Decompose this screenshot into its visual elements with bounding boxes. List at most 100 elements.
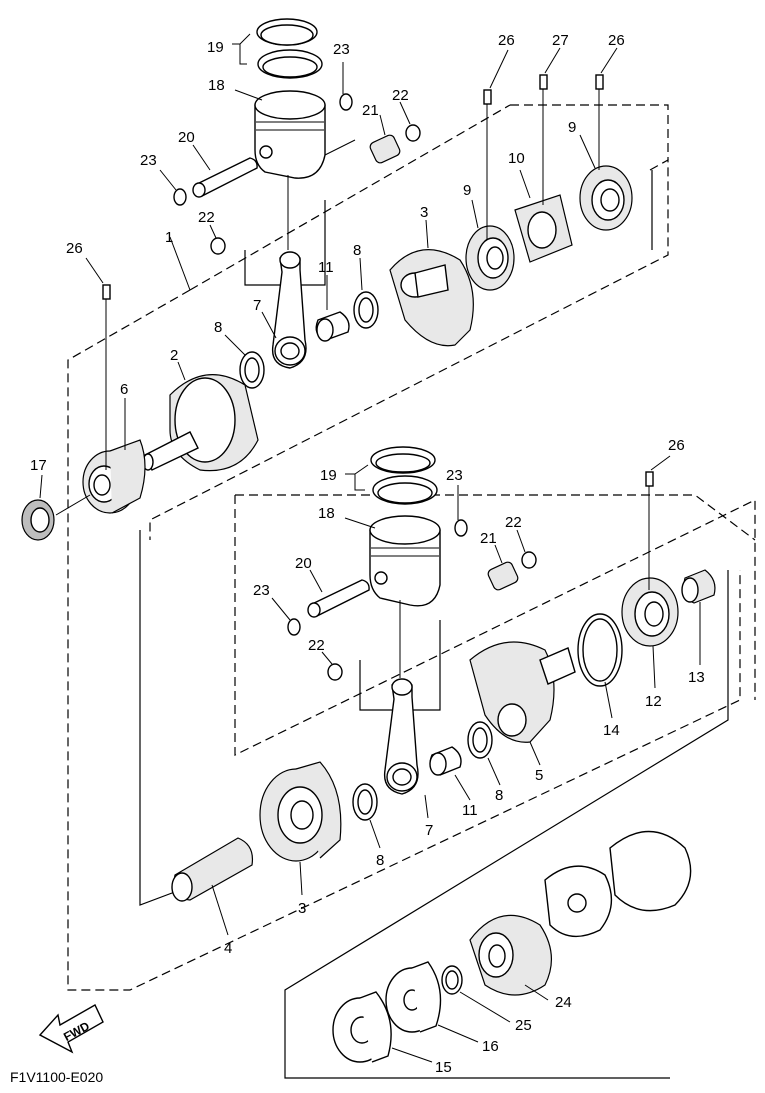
fwd-arrow: FWD	[38, 1004, 104, 1054]
label-3b: 3	[298, 900, 306, 917]
leader-26d	[650, 455, 671, 471]
rod-small-end	[279, 251, 301, 269]
leader-22c	[516, 529, 526, 553]
label-23a: 23	[333, 41, 350, 58]
label-23b: 23	[140, 152, 157, 169]
crank-pin-3a-body	[414, 264, 449, 298]
label-21a: 21	[362, 102, 379, 119]
washer-22b	[210, 237, 226, 255]
leader-7b	[424, 794, 429, 819]
coupling-24-bore	[488, 944, 506, 968]
leader-16	[437, 1024, 479, 1043]
oil-seal-17-inner	[30, 507, 50, 533]
label-27: 27	[552, 32, 569, 49]
circlip-23a	[339, 93, 353, 111]
leader-19a	[232, 43, 247, 65]
crank-half-3b-bore	[290, 800, 314, 830]
frame-right-2	[284, 570, 729, 1079]
bearing-6-bore	[93, 474, 111, 496]
leader-21a	[379, 114, 386, 136]
label-8c: 8	[495, 787, 503, 804]
dowel-pin-26a	[483, 89, 492, 105]
group-outline-1-bottom	[67, 289, 741, 991]
label-8d: 8	[376, 852, 384, 869]
leader-26a	[489, 49, 509, 89]
leader-18b	[344, 517, 376, 529]
label-12: 12	[645, 693, 662, 710]
label-16: 16	[482, 1038, 499, 1055]
leader-8c	[487, 757, 501, 786]
label-22a: 22	[392, 87, 409, 104]
leader-22b	[209, 224, 217, 239]
label-2: 2	[170, 347, 178, 364]
label-23d: 23	[253, 582, 270, 599]
leader-22a	[399, 101, 411, 125]
label-7a: 7	[253, 297, 261, 314]
dowel-pin-26d	[645, 471, 654, 487]
crank-half-5-shaft	[539, 647, 576, 685]
label-21b: 21	[480, 530, 497, 547]
leader-17	[39, 474, 43, 499]
group-outline-5	[234, 495, 756, 756]
leader-25	[459, 991, 511, 1023]
bearing-12-bore	[644, 601, 664, 627]
label-23c: 23	[446, 467, 463, 484]
guide-17	[55, 494, 91, 516]
washer-22a	[405, 124, 421, 142]
label-1: 1	[165, 229, 173, 246]
label-19b: 19	[320, 467, 337, 484]
group-outline-1-top	[510, 104, 669, 160]
crank-web-3a	[389, 249, 474, 347]
bearing-6-side	[109, 439, 146, 514]
washer-8d-hole	[357, 789, 373, 815]
piston-pin-20b-end	[307, 602, 321, 618]
crank-pin-4-end	[171, 872, 193, 902]
piston-ring-19b-inner	[262, 56, 318, 78]
leader-3b	[299, 861, 303, 896]
piston-ring-19c-inner	[375, 453, 431, 473]
snap-ring-14-inner	[582, 618, 618, 682]
label-25: 25	[515, 1017, 532, 1034]
leader-11b	[454, 774, 471, 801]
label-22c: 22	[505, 514, 522, 531]
piston-ring-19d-inner	[377, 482, 433, 504]
bushing-11b-end	[429, 752, 447, 776]
crank-half-5-pin	[497, 703, 527, 737]
label-9a: 9	[568, 119, 576, 136]
leader-21b	[494, 544, 503, 564]
label-10: 10	[508, 150, 525, 167]
dowel-pin-27	[539, 74, 548, 90]
leader-15	[391, 1047, 433, 1063]
needle-bearing-21b	[487, 561, 519, 591]
diagram-code: F1V1100-E020	[10, 1069, 103, 1085]
leader-12	[652, 645, 656, 689]
leader-8a	[224, 334, 246, 356]
washer-22c	[521, 551, 537, 569]
leader-20a	[192, 144, 211, 171]
washer-25-hole	[445, 970, 459, 990]
leader-23b	[159, 169, 177, 191]
label-26c: 26	[66, 240, 83, 257]
label-24: 24	[555, 994, 572, 1011]
leader-9b	[579, 134, 596, 169]
circlip-23c	[454, 519, 468, 537]
plate-15-side	[359, 991, 392, 1063]
leader-7a	[261, 311, 277, 339]
leader-10	[519, 169, 531, 199]
label-3a: 3	[420, 204, 428, 221]
guide-line	[324, 139, 356, 156]
leader-9a	[471, 199, 479, 229]
plate-16-side	[411, 961, 442, 1033]
washer-8b-hole	[358, 297, 374, 323]
piston-ring-19a-inner	[260, 24, 314, 46]
washer-8a-hole	[244, 357, 260, 383]
piston-pin-20a-end	[192, 182, 206, 198]
leader-3a	[425, 219, 429, 249]
piston-18b-top	[369, 515, 441, 545]
label-9b: 9	[463, 182, 471, 199]
leader-5	[529, 741, 541, 766]
label-4: 4	[224, 940, 232, 957]
label-18a: 18	[208, 77, 225, 94]
needle-bearing-21a	[369, 134, 401, 164]
leader-4	[211, 884, 229, 936]
